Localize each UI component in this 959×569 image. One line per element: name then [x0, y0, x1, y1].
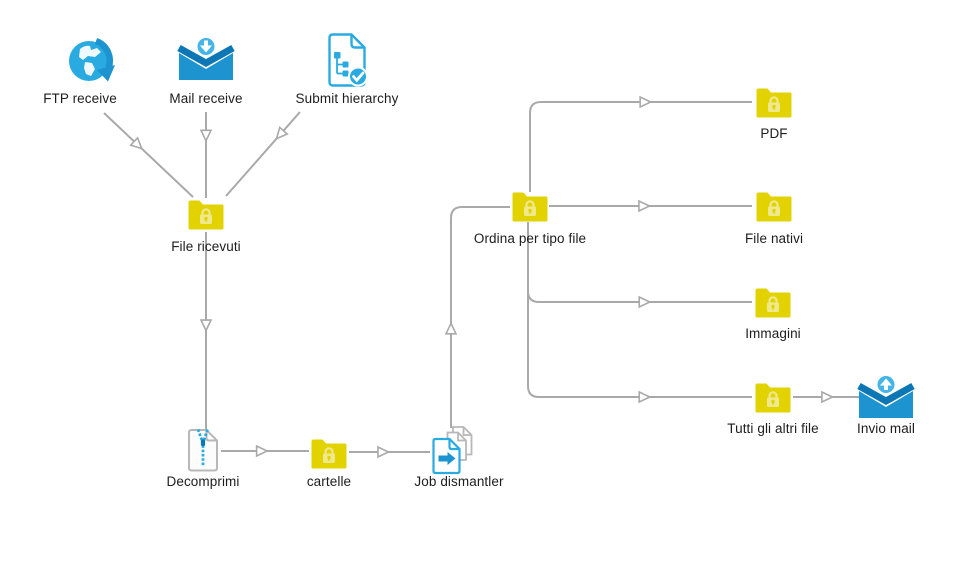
node-label-ftp-receive: FTP receive	[43, 91, 117, 106]
folder-lock-icon	[756, 88, 792, 117]
arrowhead	[444, 321, 458, 335]
node-label-file-nativi: File nativi	[744, 231, 804, 246]
folder-lock-icon	[755, 383, 791, 412]
arrowhead	[638, 390, 652, 404]
zip-file-icon	[188, 429, 218, 472]
node-ftp-receive[interactable]	[65, 35, 117, 87]
mail-upload-icon	[857, 374, 915, 418]
arrowhead	[821, 390, 835, 404]
node-label-cartelle: cartelle	[306, 474, 352, 489]
edge-ordina-per-tipo-file-tutti-gli-altri-file	[527, 222, 752, 398]
node-ordina-per-tipo-file[interactable]	[511, 191, 549, 222]
folder-lock-icon	[512, 192, 548, 221]
arrowhead	[199, 129, 213, 143]
node-invio-mail[interactable]	[857, 374, 915, 420]
arrowhead	[199, 319, 213, 333]
folder-lock-icon	[188, 200, 224, 229]
node-label-tutti-gli-altri-file: Tutti gli altri file	[727, 421, 819, 436]
node-cartelle[interactable]	[310, 438, 348, 469]
node-submit-hierarchy[interactable]	[325, 31, 369, 89]
node-job-dismantler[interactable]	[428, 424, 476, 476]
node-label-submit-hierarchy: Submit hierarchy	[295, 91, 399, 106]
folder-lock-icon	[756, 192, 792, 221]
node-mail-receive[interactable]	[177, 36, 235, 82]
edge-job-dismantler-ordina-per-tipo-file	[450, 206, 510, 428]
mail-download-icon	[177, 36, 235, 80]
node-pdf[interactable]	[755, 87, 793, 118]
node-file-ricevuti[interactable]	[187, 199, 225, 230]
arrowhead	[638, 199, 652, 213]
node-label-ordina-per-tipo-file: Ordina per tipo file	[473, 231, 587, 246]
node-label-job-dismantler: Job dismantler	[414, 474, 504, 489]
arrowhead	[639, 95, 653, 109]
node-label-pdf: PDF	[760, 126, 788, 141]
node-immagini[interactable]	[754, 287, 792, 318]
node-label-file-ricevuti: File ricevuti	[171, 239, 241, 254]
edge-ftp-receive-file-ricevuti	[103, 112, 194, 198]
globe-sync-icon	[69, 37, 115, 82]
arrowhead	[275, 125, 289, 141]
arrowhead	[129, 136, 144, 150]
folder-lock-icon	[311, 439, 347, 468]
node-label-decomprimi: Decomprimi	[166, 474, 240, 489]
arrowhead	[638, 295, 652, 309]
documents-split-icon	[432, 426, 473, 475]
node-decomprimi[interactable]	[186, 427, 220, 473]
edge-ordina-per-tipo-file-pdf	[529, 101, 752, 192]
node-label-mail-receive: Mail receive	[169, 91, 243, 106]
document-hierarchy-check-icon	[328, 33, 368, 87]
node-file-nativi[interactable]	[755, 191, 793, 222]
arrowhead	[255, 444, 269, 458]
node-tutti-gli-altri-file[interactable]	[754, 382, 792, 413]
edge-submit-hierarchy-file-ricevuti	[225, 111, 301, 197]
node-label-immagini: Immagini	[745, 326, 801, 341]
folder-lock-icon	[755, 288, 791, 317]
node-label-invio-mail: Invio mail	[856, 421, 916, 436]
arrowhead	[377, 445, 391, 459]
